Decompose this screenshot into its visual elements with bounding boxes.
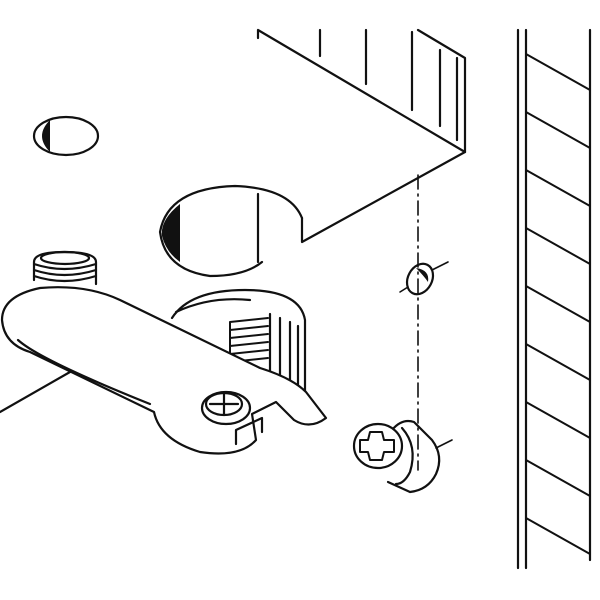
side-panel-with-hatched-edge — [399, 28, 592, 570]
large-recess-shadow — [161, 204, 180, 262]
panel-slats — [318, 28, 459, 142]
cross-slot-icon — [359, 431, 395, 461]
housing-ribs — [229, 317, 269, 367]
arm-slot — [234, 416, 264, 446]
large-drilled-recess — [158, 184, 304, 278]
connector-arm — [0, 286, 328, 455]
pilot-hole-shadow — [416, 268, 429, 282]
panel-with-drilled-holes — [0, 28, 467, 414]
panel-front-edge — [300, 150, 467, 244]
pilot-hole — [405, 262, 435, 296]
screw-collar — [394, 426, 414, 486]
cam-housing — [170, 288, 307, 394]
screw-head — [352, 422, 404, 470]
screw-axis — [435, 439, 453, 449]
small-hole-shadow — [42, 120, 50, 152]
panel-back-edge — [256, 28, 467, 154]
connector-fitting-with-threaded-bolt — [0, 250, 328, 455]
arm-thickness — [16, 338, 152, 406]
threaded-bolt — [32, 250, 98, 286]
side-panel-hatching — [525, 53, 591, 555]
cross-head-screw — [352, 419, 453, 494]
side-panel-edge-lines — [516, 28, 592, 570]
arm-locking-screw — [200, 390, 252, 426]
small-drilled-hole — [32, 115, 100, 157]
pilot-hole-axis — [399, 261, 449, 293]
screw-body — [386, 419, 441, 494]
panel-left-edge — [0, 370, 72, 414]
